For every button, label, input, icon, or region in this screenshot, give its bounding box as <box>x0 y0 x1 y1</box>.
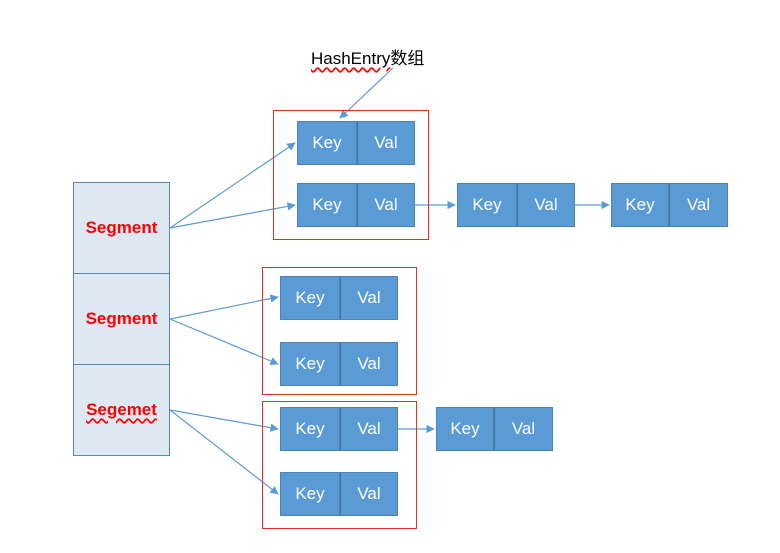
hashentry-array-caption: HashEntry数组 <box>311 44 424 69</box>
entry-val: Val <box>357 121 415 165</box>
segment-label: Segemet <box>86 400 157 419</box>
entry-key: Key <box>297 183 357 227</box>
entry-val: Val <box>669 183 728 227</box>
arrow-segment3-entry2 <box>169 409 279 495</box>
hash-entry: Key Val <box>436 407 553 451</box>
segment-label: Segment <box>85 309 158 328</box>
entry-val: Val <box>340 276 398 320</box>
segment-cell-1: Segment <box>73 182 170 274</box>
entry-val: Val <box>340 472 398 516</box>
hash-entry: Key Val <box>611 183 728 227</box>
hashentry-array-box-3 <box>262 401 417 529</box>
hash-entry: Key Val <box>280 276 398 320</box>
entry-key: Key <box>280 407 340 451</box>
arrow-segment2-entry2 <box>169 318 279 365</box>
entry-key: Key <box>280 472 340 516</box>
hashentry-array-box-1 <box>273 110 429 240</box>
arrow-segment1-entry2 <box>169 202 296 229</box>
segment-cell-3: Segemet <box>73 364 170 456</box>
entry-key: Key <box>280 276 340 320</box>
segment-cell-2: Segment <box>73 273 170 365</box>
entry-val: Val <box>357 183 415 227</box>
arrow-segment1-entry1 <box>169 142 296 229</box>
entry-key: Key <box>280 342 340 386</box>
caption-pointer-arrow <box>339 67 394 119</box>
entry-key: Key <box>436 407 494 451</box>
hash-entry: Key Val <box>297 121 415 165</box>
arrow-segment2-entry1 <box>169 294 279 320</box>
entry-key: Key <box>297 121 357 165</box>
hashentry-array-box-2 <box>262 267 417 395</box>
segment-label: Segment <box>85 218 158 237</box>
hash-entry: Key Val <box>280 472 398 516</box>
hash-entry: Key Val <box>280 342 398 386</box>
entry-val: Val <box>340 407 398 451</box>
hash-entry: Key Val <box>280 407 398 451</box>
entry-val: Val <box>340 342 398 386</box>
entry-key: Key <box>611 183 669 227</box>
caption-latin: HashEntry <box>311 49 391 68</box>
entry-val: Val <box>517 183 575 227</box>
caption-cjk: 数组 <box>390 49 425 68</box>
entry-val: Val <box>494 407 553 451</box>
hash-entry: Key Val <box>297 183 415 227</box>
arrow-segment3-entry1 <box>169 409 279 432</box>
hash-entry: Key Val <box>457 183 575 227</box>
entry-key: Key <box>457 183 517 227</box>
